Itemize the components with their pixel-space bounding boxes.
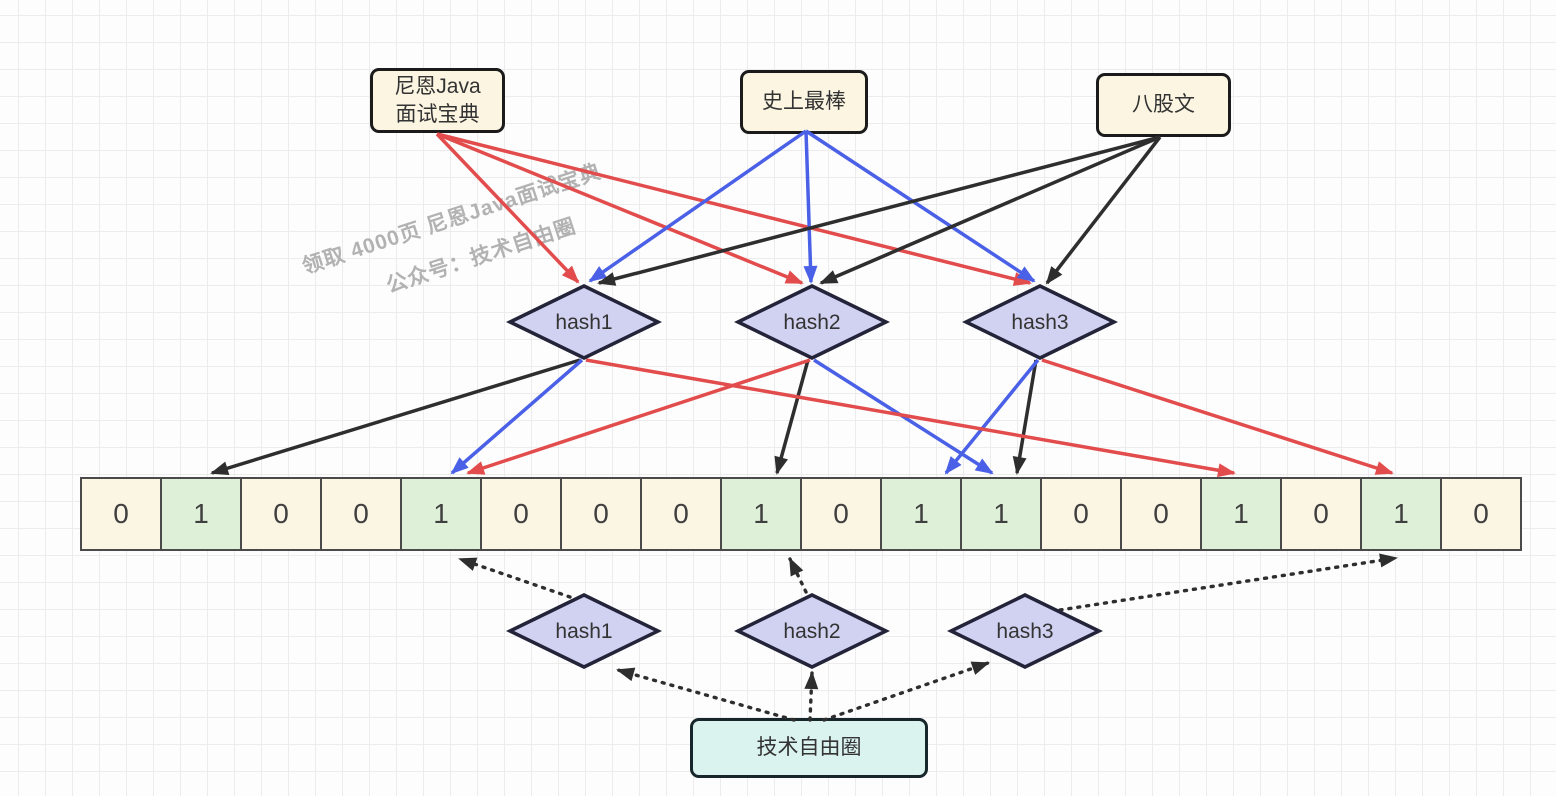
arrow-hash1-to-cell4-blue: [450, 358, 584, 475]
bit-cell-4[interactable]: 1: [400, 479, 480, 549]
hash3-bottom-diamond[interactable]: [946, 593, 1104, 669]
arrow-hash3-to-cell11-black: [1012, 359, 1038, 475]
arrow-hash2-to-cell8-black: [774, 359, 810, 475]
node-item3-label: 八股文: [1132, 93, 1195, 117]
arrow-item2-to-hash2: [803, 130, 818, 284]
bit-array: 0 1 0 0 1 0 0 0 1 0 1 1 0 0 1 0 1 0: [80, 477, 1522, 551]
bit-cell-10[interactable]: 1: [880, 479, 960, 549]
arrow-hash3-to-cell16-dotted: [1058, 553, 1398, 612]
arrow-query-to-hash2-dotted: [804, 671, 819, 722]
hash1-top-diamond[interactable]: [505, 284, 663, 360]
hash1-bottom-label: hash1: [555, 620, 612, 643]
node-item3-box[interactable]: 八股文: [1096, 73, 1231, 137]
hash1-bottom-diamond[interactable]: [505, 593, 663, 669]
arrow-item3-to-hash3: [1045, 135, 1162, 285]
hash3-bottom-label: hash3: [996, 620, 1053, 643]
bit-cell-9[interactable]: 0: [800, 479, 880, 549]
arrow-item3-to-hash1: [597, 135, 1161, 286]
hash3-top-label: hash3: [1011, 311, 1068, 334]
watermark: 领取 4000页 尼恩Java面试宝典 公众号：技术自由圈: [298, 155, 619, 322]
hash2-top-label: hash2: [783, 311, 840, 334]
arrow-hash3-to-cell10-blue: [944, 358, 1040, 475]
arrow-hash2-to-cell4-red: [466, 358, 811, 475]
arrow-hash1-to-cell1-black: [210, 358, 581, 475]
hash2-top-diamond[interactable]: [733, 284, 891, 360]
node-query-label: 技术自由圈: [756, 736, 862, 760]
arrow-hash3-to-cell16-red: [1041, 358, 1394, 475]
arrow-hash2-to-cell8-dotted: [788, 557, 808, 594]
bit-cell-13[interactable]: 0: [1120, 479, 1200, 549]
hash2-bottom-diamond[interactable]: [733, 593, 891, 669]
arrow-query-to-hash1-dotted: [616, 667, 796, 722]
node-query-box[interactable]: 技术自由圈: [690, 718, 928, 778]
node-item2-box[interactable]: 史上最棒: [740, 70, 868, 134]
bit-cell-11[interactable]: 1: [960, 479, 1040, 549]
bit-cell-14[interactable]: 1: [1200, 479, 1280, 549]
arrow-item2-to-hash1: [588, 129, 807, 283]
bit-cell-0[interactable]: 0: [82, 479, 160, 549]
bit-cell-7[interactable]: 0: [640, 479, 720, 549]
bit-cell-3[interactable]: 0: [320, 479, 400, 549]
hash3-top-diamond[interactable]: [961, 284, 1119, 360]
bit-cell-15[interactable]: 0: [1280, 479, 1360, 549]
node-item1-box[interactable]: 尼恩Java 面试宝典: [370, 68, 505, 133]
arrow-item3-to-hash2: [819, 135, 1161, 285]
bit-cell-5[interactable]: 0: [480, 479, 560, 549]
bit-cell-8[interactable]: 1: [720, 479, 800, 549]
arrow-hash1-to-cell14-red: [585, 358, 1236, 478]
arrow-hash2-to-cell11-blue: [813, 358, 994, 475]
bit-cell-2[interactable]: 0: [240, 479, 320, 549]
node-item2-label: 史上最棒: [762, 90, 846, 114]
hash1-top-label: hash1: [555, 311, 612, 334]
bit-cell-12[interactable]: 0: [1040, 479, 1120, 549]
arrow-hash1-to-cell4-dotted: [458, 557, 572, 599]
bit-cell-6[interactable]: 0: [560, 479, 640, 549]
hash2-bottom-label: hash2: [783, 620, 840, 643]
bit-cell-17[interactable]: 0: [1440, 479, 1520, 549]
bit-cell-16[interactable]: 1: [1360, 479, 1440, 549]
node-item1-label-line2: 面试宝典: [395, 102, 480, 126]
bit-cell-1[interactable]: 1: [160, 479, 240, 549]
arrow-query-to-hash3-dotted: [822, 661, 990, 722]
arrow-item2-to-hash3: [805, 129, 1036, 283]
node-item1-label-line1: 尼恩Java: [394, 75, 481, 99]
